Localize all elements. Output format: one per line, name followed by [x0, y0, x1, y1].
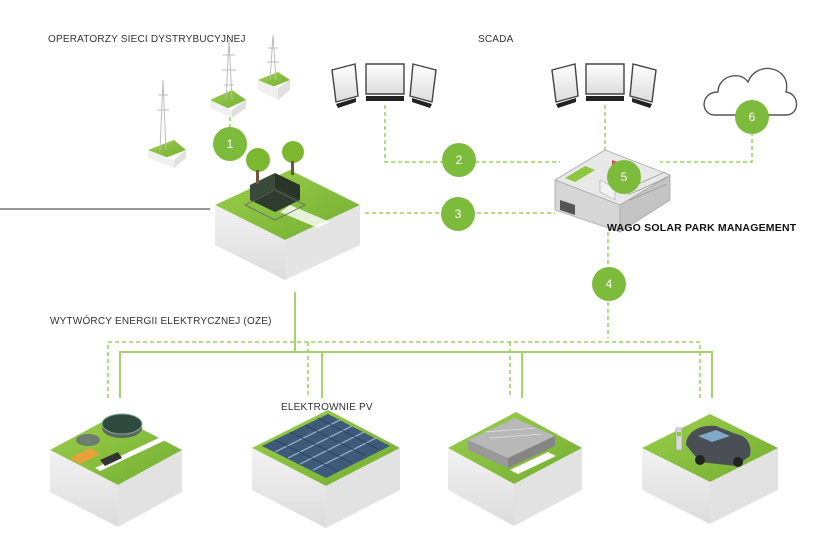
transmission-tower-icon — [148, 34, 290, 168]
step-badge-2: 2 — [442, 143, 476, 177]
industrial-plant-icon — [448, 412, 582, 526]
step-badge-5: 5 — [607, 160, 641, 194]
biogas-plant-icon — [50, 413, 182, 527]
pv-label: ELEKTROWNIE PV — [281, 402, 373, 413]
substation-icon — [215, 141, 360, 280]
scada-label: SCADA — [478, 34, 514, 45]
monitor-icon — [551, 63, 657, 108]
dso-label: OPERATORZY SIECI DYSTRYBUCYJNEJ — [48, 34, 246, 45]
wago-controller-icon — [554, 149, 671, 233]
producers-label: WYTWÓRCY ENERGII ELEKTRYCZNEJ (OZE) — [50, 316, 272, 327]
step-badge-6: 6 — [735, 100, 769, 134]
cloud-icon — [703, 67, 798, 116]
connection-lines — [107, 105, 753, 398]
ev-charging-icon — [642, 414, 778, 524]
monitor-icon — [331, 63, 437, 108]
wago-label: WAGO SOLAR PARK MANAGEMENT — [607, 222, 797, 234]
pv-farm-icon — [252, 410, 400, 528]
step-badge-4: 4 — [592, 267, 626, 301]
step-badge-1: 1 — [213, 127, 247, 161]
step-badge-3: 3 — [441, 197, 475, 231]
